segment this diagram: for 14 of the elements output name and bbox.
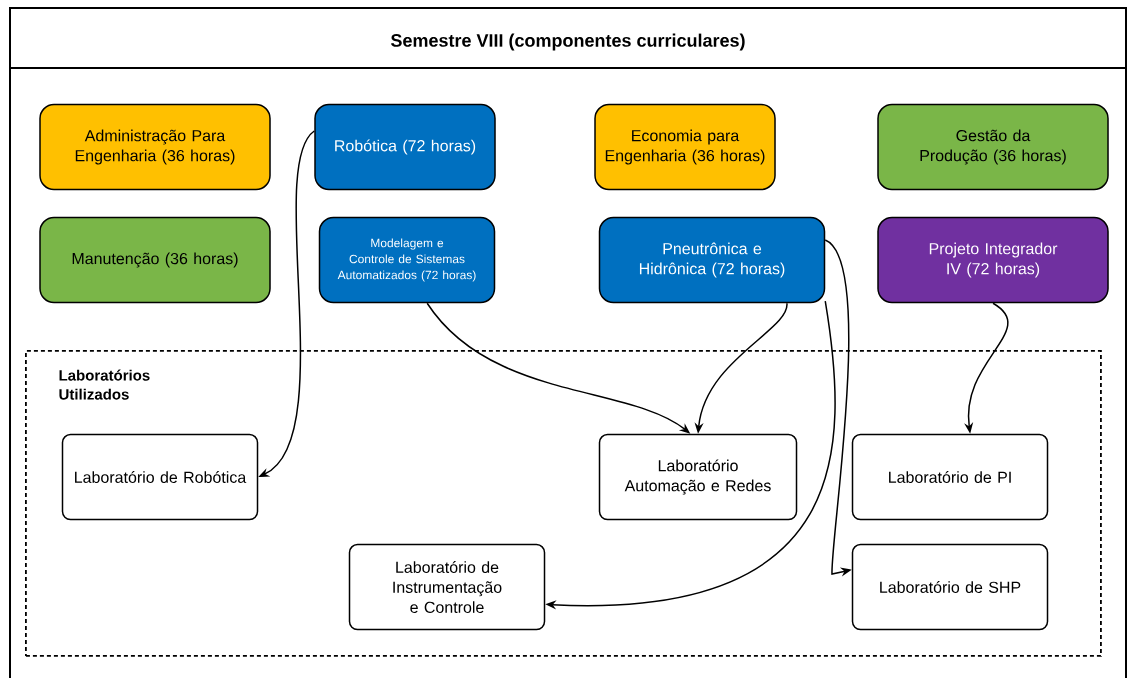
lab-box: Laboratório de Robótica bbox=[61, 433, 259, 521]
course-box: Economia para Engenharia (36 horas) bbox=[594, 103, 776, 191]
lab-box: Laboratório de SHP bbox=[851, 543, 1049, 631]
lab-box: Laboratório de Instrumentação e Controle bbox=[348, 543, 546, 631]
course-box: Administração Para Engenharia (36 horas) bbox=[39, 103, 271, 191]
course-box: Gestão da Produção (36 horas) bbox=[877, 103, 1109, 191]
course-box: Manutenção (36 horas) bbox=[39, 216, 271, 304]
course-box: Modelagem e Controle de Sistemas Automatizados (72 horas) bbox=[318, 216, 496, 304]
lab-box: Laboratório de PI bbox=[851, 433, 1049, 521]
course-box: Robótica (72 horas) bbox=[314, 103, 496, 191]
lab-box: Laboratório Automação e Redes bbox=[598, 433, 798, 521]
course-box: Projeto Integrador IV (72 horas) bbox=[877, 216, 1109, 304]
title: Semestre VIII (componentes curriculares) bbox=[390, 33, 745, 51]
course-box: Pneutrônica e Hidrônica (72 horas) bbox=[598, 216, 826, 304]
